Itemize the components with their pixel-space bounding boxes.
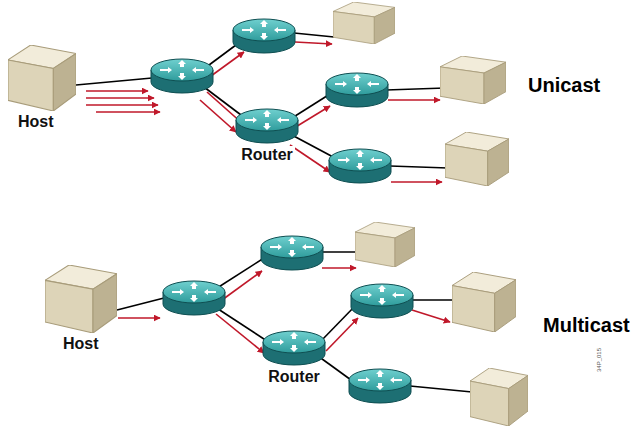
host-box [8, 45, 76, 111]
receiver-box [470, 368, 528, 426]
wire-line [322, 267, 356, 269]
receiver-box [440, 56, 506, 104]
mode-label: Unicast [528, 74, 600, 97]
wire-line [292, 94, 330, 118]
wire-line [222, 271, 262, 300]
wire-line [86, 97, 154, 99]
host-node: Host [45, 265, 117, 353]
figure-code: 34P_015 [596, 348, 602, 372]
icon-shape [8, 45, 76, 111]
router-node: Router [262, 330, 326, 386]
wire-group [117, 252, 472, 392]
icon-shape [263, 331, 325, 365]
wire-line [386, 88, 445, 90]
receiver-box [355, 222, 415, 267]
wire-line [412, 310, 450, 322]
wire-line [76, 78, 152, 85]
icon-shape [45, 265, 117, 333]
wire-line [294, 33, 334, 37]
wire-line [294, 106, 330, 128]
receiver-box [333, 2, 395, 44]
wire-line [290, 134, 335, 158]
wire-line [86, 104, 158, 106]
wire-line [96, 111, 160, 113]
router-icon [235, 108, 299, 144]
wire-line [295, 42, 332, 44]
node-label: Router [266, 368, 322, 386]
wire-line [388, 99, 440, 101]
wire-line [86, 90, 148, 92]
unicast-flow [86, 42, 442, 182]
router-node: Router [235, 108, 299, 164]
node-label: Host [16, 113, 56, 131]
router-icon [151, 59, 213, 93]
wire-line [412, 299, 456, 301]
router-icon [349, 369, 411, 403]
wire-line [322, 251, 357, 253]
wire-line [200, 100, 236, 132]
wire-line [212, 305, 270, 343]
router-icon [163, 281, 225, 315]
node-label: Router [239, 146, 295, 164]
wire-line [320, 305, 356, 342]
router-icon [261, 236, 323, 270]
wire-line [216, 314, 264, 353]
node-label: Host [61, 335, 101, 353]
wire-line [118, 317, 160, 319]
wire-line [410, 386, 472, 392]
wire-line [390, 166, 448, 168]
host-box [45, 265, 117, 333]
router-icon [351, 284, 413, 318]
router-icon [329, 149, 391, 183]
router-icon [262, 330, 326, 366]
receiver-box [445, 132, 509, 186]
router-icon [326, 73, 388, 107]
wire-line [117, 298, 164, 310]
receiver-box [452, 272, 516, 332]
wire-line [211, 52, 244, 76]
wire-line [391, 181, 442, 183]
host-node: Host [8, 45, 76, 131]
wire-line [326, 318, 358, 351]
icon-shape [236, 109, 298, 143]
wire-line [290, 145, 330, 172]
mode-label: Multicast [543, 314, 630, 337]
router-icon [233, 19, 295, 53]
